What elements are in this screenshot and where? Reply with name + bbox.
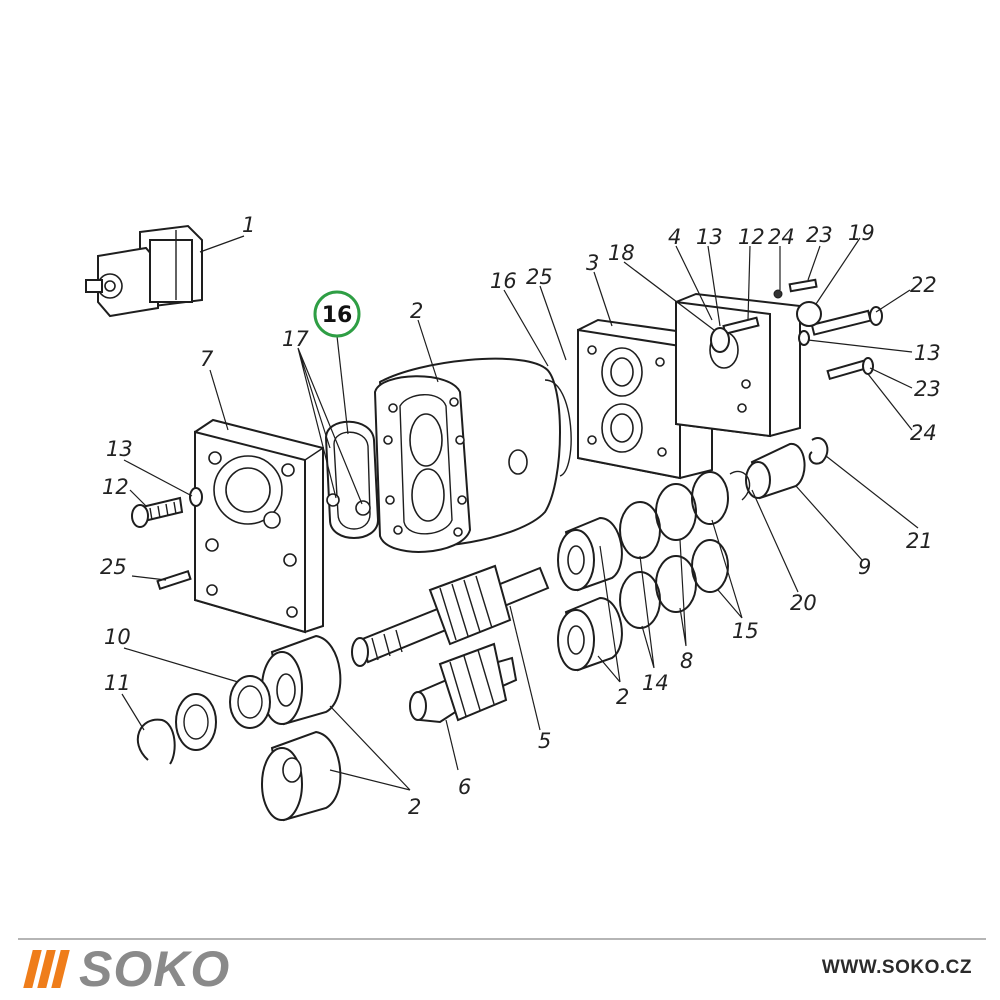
part-label-13-right: 13 — [914, 341, 941, 365]
part-label-24-top: 24 — [768, 225, 795, 249]
part-label-1: 1 — [242, 213, 255, 237]
pump-housing-illustration — [373, 357, 572, 553]
leader-lines — [121, 235, 919, 791]
part-label-13-top: 13 — [696, 225, 723, 249]
part-label-10: 10 — [104, 625, 131, 649]
part-label-14: 14 — [642, 671, 669, 695]
part-label-19: 19 — [848, 221, 875, 245]
part-label-22: 22 — [910, 273, 937, 297]
highlight-circle — [313, 290, 361, 338]
circlip-gear-ring-illustration — [729, 437, 829, 501]
part-label-15: 15 — [732, 619, 759, 643]
assembled-pump-illustration — [85, 224, 203, 318]
part-label-17: 17 — [282, 327, 309, 351]
left-pin-illustration — [156, 569, 192, 591]
seal-rings-illustration — [619, 471, 729, 629]
flange-plate-illustration — [194, 418, 324, 634]
website-link[interactable]: WWW.SOKO.CZ — [821, 957, 972, 978]
part-label-9: 9 — [858, 555, 871, 579]
bearing-circlip-illustration — [136, 675, 271, 765]
part-label-5: 5 — [538, 729, 551, 753]
drive-shaft-illustration — [351, 564, 550, 667]
driven-gear-illustration — [409, 642, 518, 724]
right-bushings-illustration — [557, 516, 623, 672]
right-fasteners-illustration — [710, 278, 883, 381]
footer-divider — [18, 938, 986, 940]
part-label-16: 16 — [490, 269, 517, 293]
part-label-2-housing: 2 — [410, 299, 423, 323]
part-label-23-right: 23 — [914, 377, 941, 401]
rear-cover-illustration — [577, 318, 713, 480]
part-label-23-top: 23 — [806, 223, 833, 247]
part-label-6: 6 — [458, 775, 471, 799]
left-bushings-illustration — [261, 634, 342, 822]
left-screw-illustration — [131, 487, 203, 528]
part-label-25-right: 25 — [526, 265, 553, 289]
part-label-13-left: 13 — [106, 437, 133, 461]
part-label-12-top: 12 — [738, 225, 765, 249]
part-label-8: 8 — [680, 649, 693, 673]
part-label-2-bushing-right: 2 — [616, 685, 629, 709]
part-label-2-bushing-left: 2 — [408, 795, 421, 819]
brand-name: SOKO — [79, 941, 231, 997]
part-label-20: 20 — [790, 591, 817, 615]
part-label-12-left: 12 — [102, 475, 129, 499]
exploded-pump-diagram: 1 16 17 2 16 25 3 18 4 13 12 24 23 19 22… — [85, 213, 941, 822]
part-label-25-left: 25 — [100, 555, 127, 579]
part-label-4: 4 — [668, 225, 681, 249]
part-label-18: 18 — [608, 241, 635, 265]
part-label-21: 21 — [906, 529, 933, 553]
part-label-3: 3 — [586, 251, 599, 275]
end-cap-illustration — [675, 292, 801, 438]
part-label-24-right: 24 — [910, 421, 937, 445]
part-label-16-highlighted[interactable]: 16 — [322, 303, 353, 328]
part-label-11: 11 — [104, 671, 131, 695]
logo-stripes-icon — [23, 950, 70, 988]
part-label-7: 7 — [200, 347, 214, 371]
part-labels: 1 16 17 2 16 25 3 18 4 13 12 24 23 19 22… — [100, 213, 941, 819]
soko-logo[interactable]: SOKO — [23, 941, 231, 997]
